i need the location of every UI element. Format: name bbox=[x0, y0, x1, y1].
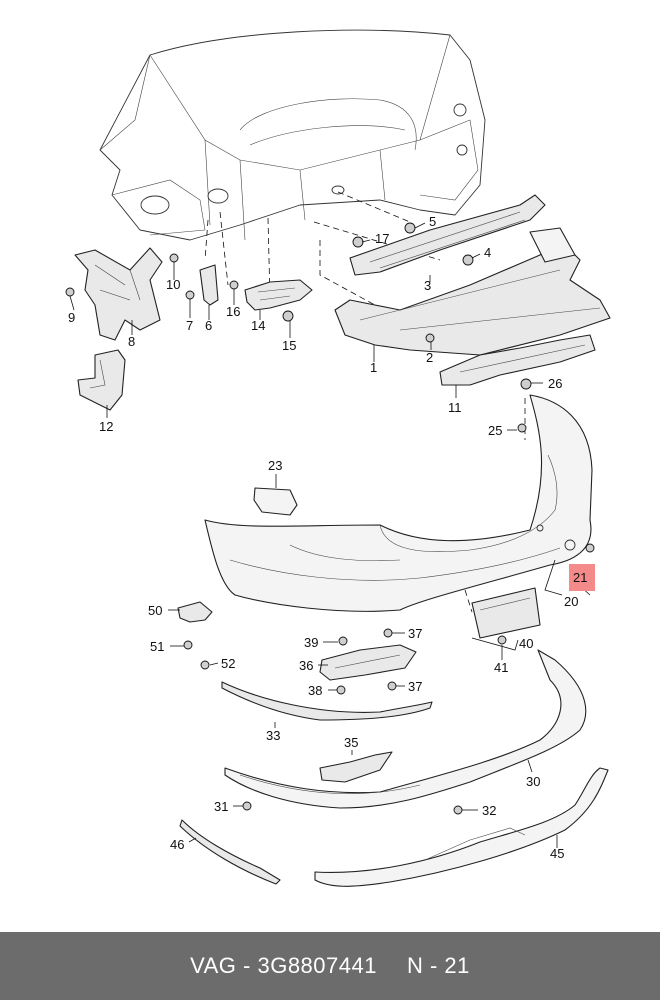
callout-36: 36 bbox=[299, 658, 313, 673]
absorber-part-11 bbox=[439, 334, 596, 386]
bracket-left-part-8 bbox=[74, 247, 163, 341]
fasteners bbox=[65, 222, 595, 815]
callout-2: 2 bbox=[426, 350, 433, 365]
callout-11: 11 bbox=[448, 400, 462, 415]
callout-4: 4 bbox=[484, 245, 491, 260]
callout-21: 21 bbox=[573, 570, 587, 585]
callout-45: 45 bbox=[550, 846, 564, 861]
callout-20: 20 bbox=[564, 594, 578, 609]
callout-52: 52 bbox=[221, 656, 235, 671]
callout-14: 14 bbox=[251, 318, 265, 333]
callout-38: 38 bbox=[308, 683, 322, 698]
callout-33: 33 bbox=[266, 728, 280, 743]
callout-21-highlight bbox=[569, 564, 595, 591]
callout-labels: 1 2 3 4 5 6 7 8 9 10 11 12 14 15 16 17 2… bbox=[68, 214, 587, 861]
callout-6: 6 bbox=[205, 318, 212, 333]
callout-41: 41 bbox=[494, 660, 508, 675]
reference-label: N - 21 bbox=[406, 953, 470, 978]
leader-lines bbox=[69, 222, 591, 848]
footer-bar: VAG - 3G8807441 N - 21 bbox=[0, 932, 660, 1000]
callout-8: 8 bbox=[128, 334, 135, 349]
callout-30: 30 bbox=[526, 774, 540, 789]
bracket-part-6 bbox=[199, 264, 219, 306]
bracket-part-12 bbox=[77, 349, 126, 411]
parts-exploded-diagram: 1 2 3 4 5 6 7 8 9 10 11 12 14 15 16 17 2… bbox=[65, 29, 611, 887]
energy-absorber-part-3 bbox=[349, 194, 546, 276]
callout-15: 15 bbox=[282, 338, 296, 353]
callout-37b: 37 bbox=[408, 679, 422, 694]
car-body-rear bbox=[99, 29, 486, 241]
callout-39: 39 bbox=[304, 635, 318, 650]
bracket-part-35 bbox=[319, 751, 393, 783]
callout-1: 1 bbox=[370, 360, 377, 375]
callout-46: 46 bbox=[170, 837, 184, 852]
part-number-label: VAG - 3G8807441 bbox=[190, 953, 377, 978]
mounting-guide-lines bbox=[204, 191, 526, 613]
cover-cap-part-23 bbox=[253, 487, 298, 516]
callout-17: 17 bbox=[375, 231, 389, 246]
callout-5: 5 bbox=[429, 214, 436, 229]
callout-50: 50 bbox=[148, 603, 162, 618]
callout-9: 9 bbox=[68, 310, 75, 325]
callout-26: 26 bbox=[548, 376, 562, 391]
trim-strip-part-46 bbox=[179, 819, 281, 885]
callout-7: 7 bbox=[186, 318, 193, 333]
callout-37a: 37 bbox=[408, 626, 422, 641]
diffuser-part-30 bbox=[224, 649, 587, 809]
callout-3: 3 bbox=[424, 278, 431, 293]
callout-10: 10 bbox=[166, 277, 180, 292]
callout-12: 12 bbox=[99, 419, 113, 434]
callout-23: 23 bbox=[268, 458, 282, 473]
callout-16: 16 bbox=[226, 304, 240, 319]
callout-40: 40 bbox=[519, 636, 533, 651]
callout-35: 35 bbox=[344, 735, 358, 750]
bracket-part-14 bbox=[244, 279, 313, 311]
bumper-beam-part-1 bbox=[334, 227, 611, 356]
callout-51: 51 bbox=[150, 639, 164, 654]
callout-32: 32 bbox=[482, 803, 496, 818]
bracket-part-36 bbox=[319, 644, 417, 681]
license-plate-bracket-part-40 bbox=[471, 587, 541, 639]
bracket-part-50 bbox=[177, 601, 213, 623]
bumper-cover-part-20 bbox=[204, 394, 593, 612]
callout-25: 25 bbox=[488, 423, 502, 438]
lower-trim-part-45 bbox=[314, 767, 609, 887]
trim-strip-part-33 bbox=[221, 681, 433, 721]
callout-31: 31 bbox=[214, 799, 228, 814]
